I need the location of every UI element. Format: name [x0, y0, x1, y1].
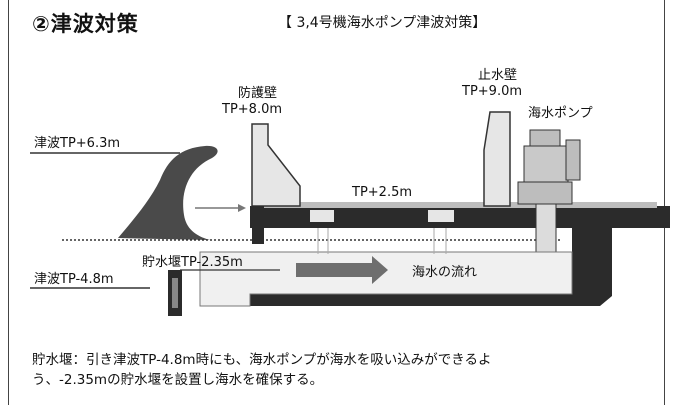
pit-right-slope	[250, 238, 612, 306]
seawater-flow-label: 海水の流れ	[412, 265, 477, 280]
reservoir-weir-label: 貯水堰TP-2.35m	[142, 255, 243, 270]
seawater-flow-arrow	[296, 256, 388, 284]
section-title: ②津波対策	[32, 12, 139, 36]
reservoir-weir-inner	[172, 278, 178, 308]
protective-wall-level: TP+8.0m	[221, 102, 282, 117]
protective-wall-pile	[252, 206, 264, 244]
ground-level-label: TP+2.5m	[351, 185, 412, 200]
tsunami-low-label: 津波TP-4.8m	[34, 272, 114, 287]
slab-top-band	[262, 202, 657, 208]
water-stop-wall-label: 止水壁	[478, 68, 517, 83]
diagram-subtitle: 【 3,4号機海水ポンプ津波対策】	[278, 15, 487, 31]
slab-opening-1	[310, 210, 334, 222]
weir-description: 貯水堰：引き津波TP-4.8m時にも、海水ポンプが海水を吸い込みができるよ う、…	[32, 350, 642, 390]
water-stop-wall-level: TP+9.0m	[461, 84, 522, 99]
ground-slab	[250, 206, 670, 228]
slab-opening-2	[428, 210, 454, 222]
protective-wall-label: 防護壁	[238, 85, 277, 101]
wave-arrow-head	[238, 204, 246, 212]
seawater-pump-label: 海水ポンプ	[528, 106, 593, 121]
protective-wall	[251, 123, 301, 207]
weir-description-line1: 貯水堰：引き津波TP-4.8m時にも、海水ポンプが海水を吸い込みができるよ	[32, 352, 492, 368]
tsunami-wave	[118, 145, 218, 240]
weir-description-line2: う、-2.35mの貯水堰を設置し海水を確保する。	[32, 372, 324, 388]
diagram-frame	[8, 0, 665, 405]
tsunami-high-label: 津波TP+6.3m	[34, 136, 120, 151]
intake-channel	[199, 251, 573, 307]
water-stop-wall	[483, 111, 511, 207]
pit-right-wall	[572, 220, 612, 242]
